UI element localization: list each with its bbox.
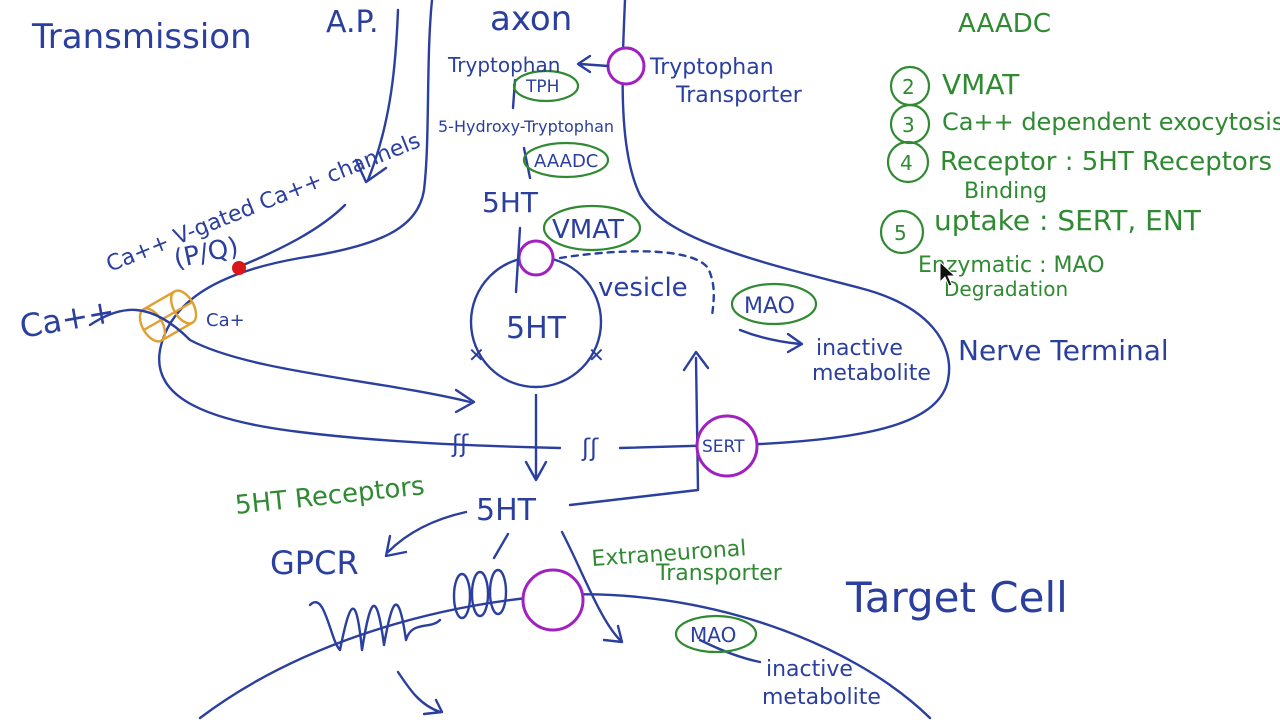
cleft-5ht-label: 5HT — [476, 493, 537, 528]
vmat-label: VMAT — [552, 215, 624, 245]
mao-upper-arrow — [738, 328, 802, 346]
five-ht-top-label: 5HT — [482, 186, 539, 219]
vesicle-fusion-mark-right: ✕ — [588, 343, 605, 367]
tryptophan-transporter-line1: Tryptophan — [649, 55, 774, 80]
vmat-transporter — [517, 239, 555, 277]
aaadc-oval — [522, 141, 610, 179]
vesicle-label: vesicle — [598, 273, 688, 303]
fusion-mark-left: ʃʃ — [451, 430, 469, 458]
gpcr-signal-arrow — [396, 670, 442, 714]
sert-transporter — [695, 414, 759, 478]
5ht-receptors-label: 5HT Receptors — [234, 471, 426, 521]
receptor-oval-3 — [488, 568, 508, 616]
red-laser-dot — [232, 261, 246, 275]
tph-oval — [512, 69, 580, 103]
ca-channel — [138, 289, 198, 343]
axon-right-wall — [618, 0, 951, 450]
hydroxy-tryptophan-label: 5-Hydroxy-Tryptophan — [438, 117, 614, 136]
step-circle-4 — [886, 140, 930, 184]
aaadc-label: AAADC — [534, 151, 598, 172]
ca-channel-pointer — [234, 203, 347, 270]
extraneuronal-arrow — [560, 530, 622, 642]
action-potential-arrowhead — [354, 158, 388, 184]
mouse-cursor — [939, 260, 957, 287]
vmat-entry-arrow — [514, 226, 522, 294]
fusion-mark-right: ʃʃ — [581, 434, 599, 462]
extraneuronal-transporter — [521, 568, 585, 632]
mao-upper-arrowhead — [786, 332, 804, 354]
step-5-num: 5 — [894, 221, 907, 245]
inactive-lower-line1: inactive — [766, 657, 853, 682]
to-receptor-arrow — [492, 532, 510, 560]
tryptophan-transporter-line2: Transporter — [675, 83, 803, 108]
receptor-oval-1 — [452, 572, 472, 620]
exocytosis-arrowhead — [524, 460, 548, 482]
step-circle-5 — [879, 209, 925, 255]
receptor-oval-2 — [470, 570, 490, 618]
synthesis-arrow-2 — [522, 146, 532, 180]
vesicle-5ht-label: 5HT — [506, 311, 567, 346]
to-gpcr-arrowhead — [384, 534, 408, 558]
step-5-text3: Degradation — [944, 277, 1068, 301]
vmat-oval — [542, 204, 642, 252]
step-3-text: Ca++ dependent exocytosis — [942, 108, 1280, 136]
extraneuronal-arrowhead — [602, 624, 624, 644]
gpcr-signal-arrowhead — [422, 698, 444, 716]
step-5-text: uptake : SERT, ENT — [934, 204, 1202, 237]
inactive-upper-line2: metabolite — [812, 361, 931, 386]
reuptake-line — [568, 356, 700, 507]
mao-upper-label: MAO — [744, 294, 795, 319]
mao-lower-arrow — [698, 638, 762, 664]
tryptophan-entry-arrowhead — [576, 54, 592, 74]
axon-label: axon — [490, 0, 572, 39]
reuptake-arrowhead — [682, 350, 710, 372]
sert-label: SERT — [702, 437, 745, 457]
ca-inside-label: Ca+ — [206, 310, 245, 331]
nerve-terminal-label: Nerve Terminal — [958, 334, 1169, 367]
mao-lower-oval — [674, 614, 758, 654]
target-cell-label: Target Cell — [845, 573, 1068, 622]
step-2-num: 2 — [902, 75, 915, 99]
step-3-num: 3 — [902, 113, 915, 137]
tryptophan-transporter — [606, 46, 646, 86]
ca-influx-arrow — [88, 308, 472, 404]
inactive-lower-line2: metabolite — [762, 685, 881, 710]
extraneuronal-line2: Transporter — [655, 561, 783, 586]
gpcr-squiggle — [308, 601, 442, 652]
action-potential-label: A.P. — [326, 5, 379, 40]
gpcr-label: GPCR — [270, 544, 359, 582]
step-4-text2: Binding — [964, 179, 1047, 204]
tryptophan-label: Tryptophan — [447, 53, 560, 77]
step-4-text: Receptor : 5HT Receptors — [940, 147, 1272, 177]
inactive-upper-line1: inactive — [816, 336, 903, 361]
step-2-text: VMAT — [942, 68, 1020, 101]
ca-ion-label: Ca++ — [17, 292, 118, 346]
to-gpcr-arrow — [386, 510, 468, 554]
vesicle-fusion-mark-left: ✕ — [468, 343, 485, 367]
step-4-num: 4 — [900, 151, 913, 175]
vesicle-dashed-path — [558, 250, 715, 318]
tryptophan-entry-arrow — [578, 62, 610, 68]
mao-upper-oval — [730, 282, 818, 326]
ca-influx-arrowhead — [454, 388, 476, 414]
tph-label: TPH — [525, 77, 559, 97]
transmission-title: Transmission — [31, 17, 252, 57]
mao-lower-label: MAO — [690, 623, 736, 647]
action-potential-arrow — [366, 8, 400, 182]
aaadc-top-label: AAADC — [958, 9, 1051, 39]
